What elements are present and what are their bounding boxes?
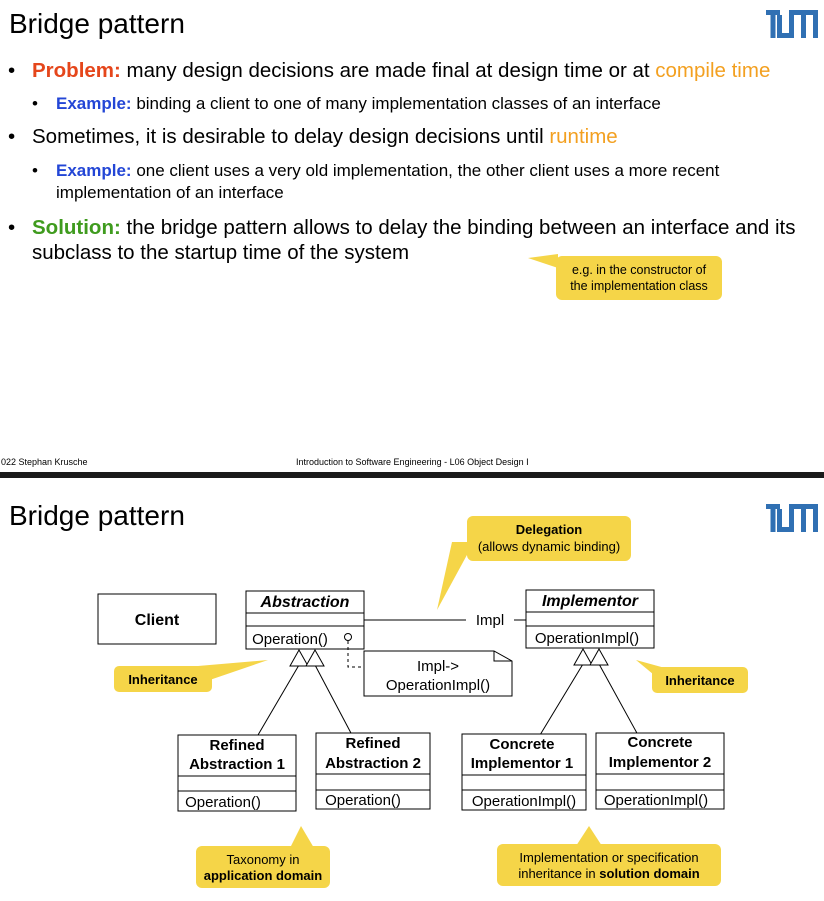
delegation-callout — [467, 516, 631, 561]
abstraction-class — [245, 590, 365, 650]
problem-label: Problem: — [32, 59, 121, 82]
sometimes-highlight: runtime — [549, 125, 618, 148]
concrete-implementor-2-class — [595, 732, 725, 810]
impl-inherit-line-1: Implementation or specification — [519, 850, 698, 865]
bullet-example-1: • Example: binding a client to one of ma… — [32, 94, 661, 113]
constructor-callout: e.g. in the constructor of the implement… — [556, 256, 722, 300]
impl-association-label: Impl — [476, 612, 504, 629]
concrete2-line-2: Implementor 2 — [609, 754, 712, 771]
client-label: Client — [135, 612, 180, 629]
concrete1-line-2: Implementor 1 — [471, 755, 574, 772]
slide-divider — [0, 472, 824, 478]
example2-label: Example: — [56, 161, 132, 180]
impl-note — [363, 650, 513, 697]
concrete2-operation: OperationImpl() — [604, 792, 708, 809]
bridge-uml-diagram: Delegation (allows dynamic binding) Clie… — [97, 516, 748, 888]
abstraction-name: Abstraction — [260, 594, 350, 611]
note-line-2: OperationImpl() — [386, 677, 490, 694]
refined1-line-2: Abstraction 1 — [189, 756, 285, 773]
refined1-operation: Operation() — [185, 794, 261, 811]
taxonomy-callout — [196, 846, 330, 888]
solution-text: the bridge pattern allows to delay the b… — [32, 216, 796, 264]
delegation-title: Delegation — [516, 522, 583, 537]
slide-2: Bridge pattern Delegation (allows dynami… — [0, 478, 824, 901]
refined1-line-1: Refined — [209, 737, 264, 754]
page-title-2: Bridge pattern — [9, 500, 185, 531]
inheritance-callout-left — [114, 666, 212, 692]
concrete2-line-1: Concrete — [627, 734, 692, 751]
inheritance-callout-right — [652, 667, 748, 693]
tum-logo-icon — [766, 10, 818, 38]
implementor-class — [525, 589, 655, 649]
impl-inherit-line-2: inheritance in solution domain — [518, 866, 699, 881]
refined-abstraction-1-class — [177, 734, 297, 812]
footer-author: 022 Stephan Krusche — [1, 457, 88, 467]
problem-highlight: compile time — [655, 59, 771, 82]
note-line-1: Impl-> — [417, 658, 459, 675]
taxonomy-line-2: application domain — [204, 868, 323, 883]
implementation-inheritance-callout — [497, 844, 721, 886]
example1-label: Example: — [56, 94, 132, 113]
implementor-operation: OperationImpl() — [535, 630, 639, 647]
concrete-implementor-1-class — [461, 733, 587, 811]
example2-text: one client uses a very old implementatio… — [56, 161, 720, 202]
concrete1-operation: OperationImpl() — [472, 793, 576, 810]
bullet-sometimes: • Sometimes, it is desirable to delay de… — [8, 125, 618, 148]
tum-logo-icon — [766, 504, 818, 532]
delegation-pointer — [437, 542, 474, 610]
callout-line-1: e.g. in the constructor of — [571, 263, 707, 277]
client-class — [97, 593, 217, 645]
slide-1: Bridge pattern • Problem: many design de… — [1, 8, 818, 467]
delegation-subtitle: (allows dynamic binding) — [478, 539, 620, 554]
bullet-solution: • Solution: the bridge pattern allows to… — [8, 216, 796, 264]
concrete1-line-1: Concrete — [489, 736, 554, 753]
problem-text: many design decisions are made final at … — [120, 59, 656, 82]
refined2-line-2: Abstraction 2 — [325, 755, 421, 772]
taxonomy-line-1: Taxonomy in — [227, 852, 300, 867]
refined2-operation: Operation() — [325, 792, 401, 809]
callout-line-2: the implementation class — [570, 279, 708, 293]
implementor-name: Implementor — [542, 593, 639, 610]
callout-pointer — [528, 254, 558, 268]
page-title: Bridge pattern — [9, 8, 185, 39]
solution-label: Solution: — [32, 216, 121, 239]
bullet-problem: • Problem: many design decisions are mad… — [8, 59, 771, 82]
abstraction-operation: Operation() — [252, 631, 328, 648]
refined-abstraction-2-class — [315, 732, 431, 810]
inheritance-right-label: Inheritance — [665, 673, 734, 688]
sometimes-text: Sometimes, it is desirable to delay desi… — [32, 125, 550, 148]
footer-course: Introduction to Software Engineering - L… — [296, 457, 529, 467]
refined2-line-1: Refined — [345, 735, 400, 752]
inheritance-left-label: Inheritance — [128, 672, 197, 687]
bullet-example-2: • Example: one client uses a very old im… — [32, 161, 720, 202]
example1-text: binding a client to one of many implemen… — [131, 94, 661, 113]
